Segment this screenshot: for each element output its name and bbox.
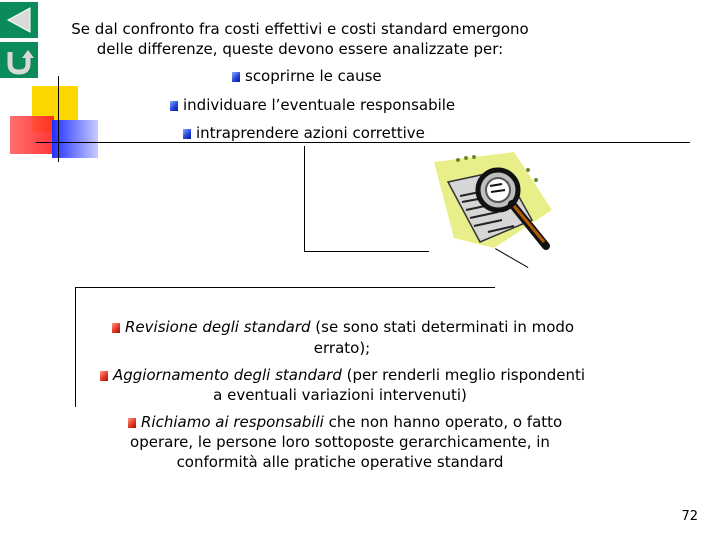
action-item-update: Aggiornamento degli standard (per render… [100,364,585,386]
intro-line-1: Se dal confronto fra costi effettivi e c… [71,20,529,38]
action-item-recall: Richiamo ai responsabili che non hanno o… [128,411,562,433]
slide-number: 72 [681,509,698,524]
vertical-rule-decoration [58,76,59,162]
magnifying-glass-document-icon [434,152,552,250]
purpose-item-responsible: individuare l’eventuale responsabile [170,94,455,116]
intro-line-2: delle differenze, queste devono essere a… [96,40,504,58]
action-item-revision-cont: errato); [313,339,371,357]
return-button[interactable] [0,42,38,78]
bullet-icon [183,129,191,139]
connector-vertical-left [75,287,76,407]
u-turn-icon [7,50,34,75]
purpose-item-corrective: intraprendere azioni correttive [183,122,425,144]
action-item-recall-cont-1: operare, le persone loro sottoposte gera… [130,433,550,451]
triangle-left-icon [6,7,31,33]
bullet-icon [100,371,108,381]
red-square-decoration [10,116,54,154]
action-item-recall-cont-2: conformità alle pratiche operative stand… [176,453,504,471]
blue-square-decoration [52,120,98,158]
bullet-icon [232,72,240,82]
connector-horizontal-top [304,251,429,252]
previous-slide-button[interactable] [0,2,38,38]
bullet-icon [170,101,178,111]
bullet-icon [128,418,136,428]
action-item-revision: Revisione degli standard (se sono stati … [112,316,574,338]
action-item-update-cont: a eventuali variazioni intervenuti) [213,386,467,404]
connector-horizontal-bottom [75,287,495,288]
purpose-item-causes: scoprirne le cause [232,65,382,87]
bullet-icon [112,323,120,333]
connector-vertical-top [304,146,305,252]
horizontal-rule-decoration [36,142,690,143]
